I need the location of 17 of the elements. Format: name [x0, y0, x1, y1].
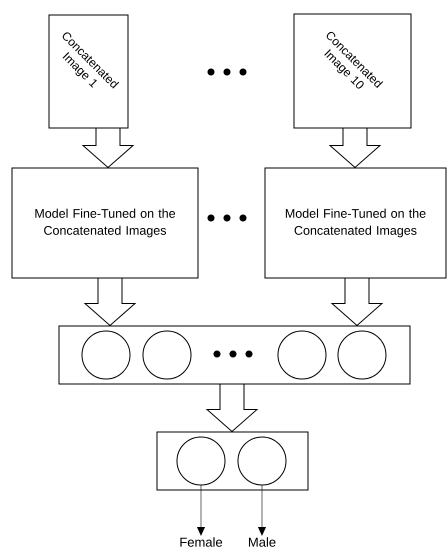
output-label: Female: [180, 537, 222, 547]
output-label: Male: [248, 537, 276, 547]
neuron-circle: [142, 330, 192, 380]
neuron-circle: [82, 330, 130, 380]
neuron-circle: [338, 330, 386, 380]
model-box: Model Fine-Tuned on the Concatenated Images: [12, 168, 198, 278]
block-arrow: [84, 278, 136, 326]
block-arrow: [206, 384, 258, 432]
block-arrow: [330, 278, 384, 326]
neuron-circle: [238, 436, 286, 486]
layer-box: [58, 326, 410, 384]
layer-box: [156, 432, 308, 490]
model-box: Model Fine-Tuned on the Concatenated Images: [264, 168, 446, 278]
block-arrow: [328, 128, 382, 168]
neuron-circle: [278, 330, 326, 380]
block-arrow: [82, 128, 134, 168]
neuron-circle: [176, 436, 226, 486]
